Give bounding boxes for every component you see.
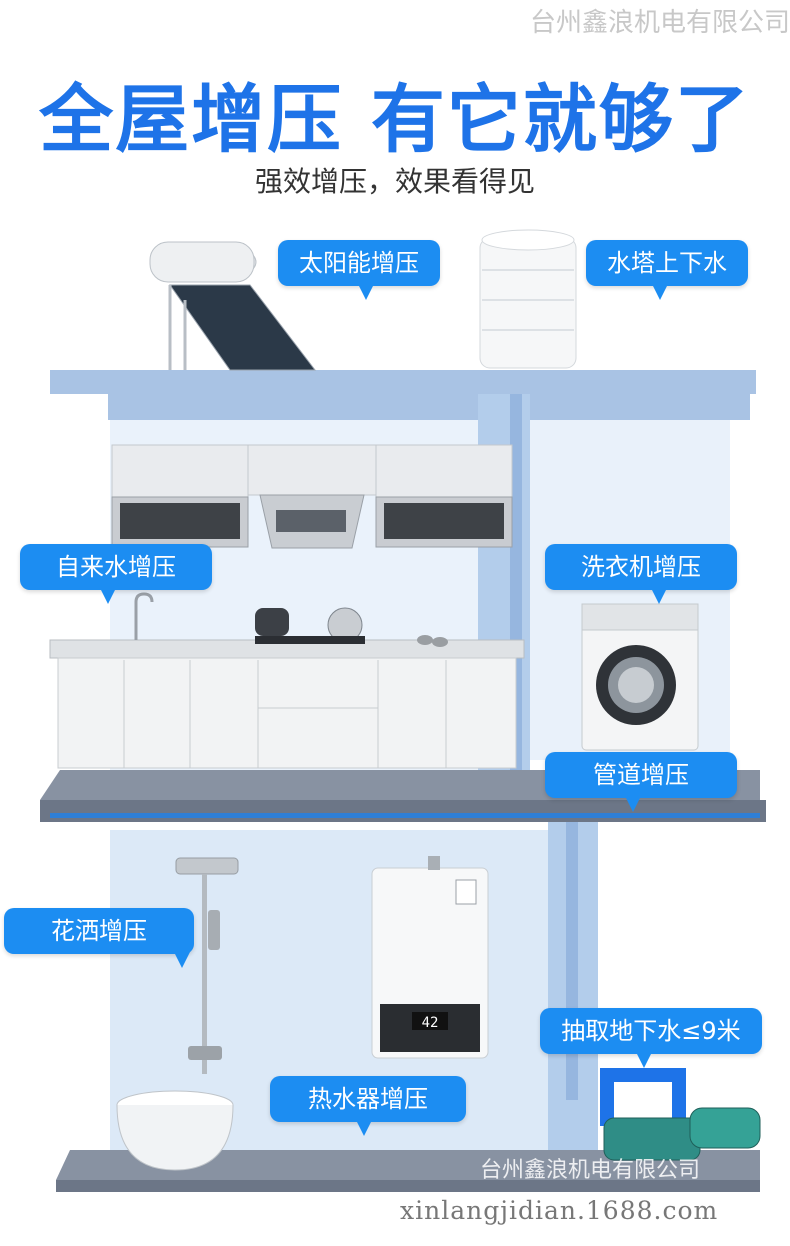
label-solar-boost: 太阳能增压 <box>278 240 440 300</box>
label-water-tower: 水塔上下水 <box>586 240 748 300</box>
watermark-company: 台州鑫浪机电有限公司 <box>480 1158 701 1183</box>
heater-display: 42 <box>422 1015 439 1031</box>
watermark-top: 台州鑫浪机电有限公司 <box>529 8 790 38</box>
subtitle: 强效增压，效果看得见 <box>254 165 535 198</box>
label-tap-water-boost: 自来水增压 <box>20 544 212 604</box>
label-groundwater: 抽取地下水≤9米 <box>540 1008 762 1068</box>
label-pipe-boost: 管道增压 <box>545 752 737 812</box>
label-washer-boost: 洗衣机增压 <box>545 544 737 604</box>
label-heater-boost: 热水器增压 <box>270 1076 466 1136</box>
watermark-site: xinlangjidian.1688.com <box>400 1196 719 1225</box>
label-shower-boost: 花洒增压 <box>4 908 194 968</box>
main-title: 全屋增压 有它就够了 <box>39 77 751 163</box>
